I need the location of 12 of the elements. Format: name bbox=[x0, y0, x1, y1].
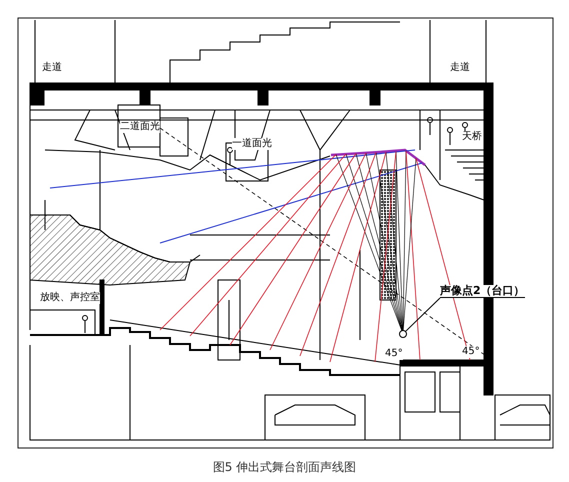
figure-caption: 图5 伸出式舞台剖面声线图 bbox=[212, 459, 358, 476]
drawing-label: 45° bbox=[462, 346, 480, 358]
drawing-label: 走道 bbox=[42, 62, 62, 74]
sound-image-point bbox=[399, 330, 407, 338]
drawing-label: 放映、声控室 bbox=[40, 292, 100, 304]
drawing-label: 走道 bbox=[450, 62, 470, 74]
leader-line bbox=[405, 298, 440, 332]
drawing-label: 二道面光 bbox=[120, 121, 160, 133]
drawing-label: 天桥 bbox=[462, 131, 482, 143]
drawing-label: 45° bbox=[385, 348, 403, 360]
callout-label: 声像点2（台口） bbox=[440, 285, 525, 298]
drawing-label: 一道面光 bbox=[232, 138, 272, 150]
